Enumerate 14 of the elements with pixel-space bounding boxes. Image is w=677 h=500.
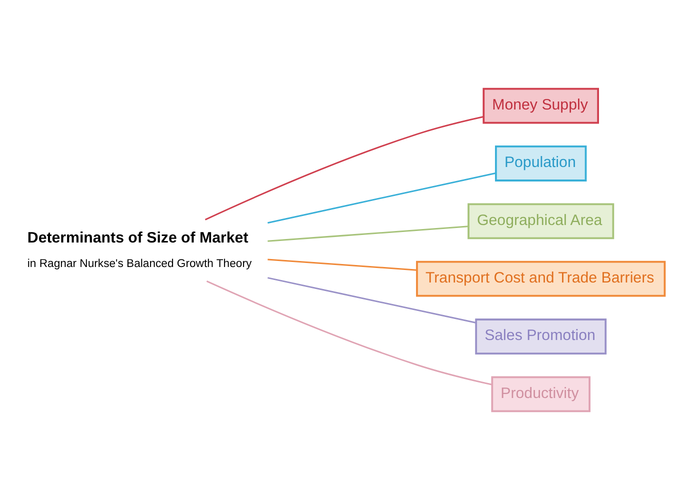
node-box: Population xyxy=(495,146,587,182)
connector xyxy=(268,258,417,271)
connector xyxy=(204,116,484,220)
connector xyxy=(268,226,468,242)
connector xyxy=(268,172,496,224)
node-label: in Ragnar Nurkse's Balanced Growth Theory xyxy=(27,258,252,270)
node-box: Productivity xyxy=(491,376,590,412)
connector xyxy=(206,280,492,386)
node-box: Sales Promotion xyxy=(475,318,607,354)
node-text: Determinants of Size of Market xyxy=(27,230,248,247)
node-box: Money Supply xyxy=(482,88,599,124)
node-box: Geographical Area xyxy=(468,203,614,240)
node-box: Transport Cost and Trade Barriers xyxy=(416,260,666,297)
connector xyxy=(268,277,476,324)
